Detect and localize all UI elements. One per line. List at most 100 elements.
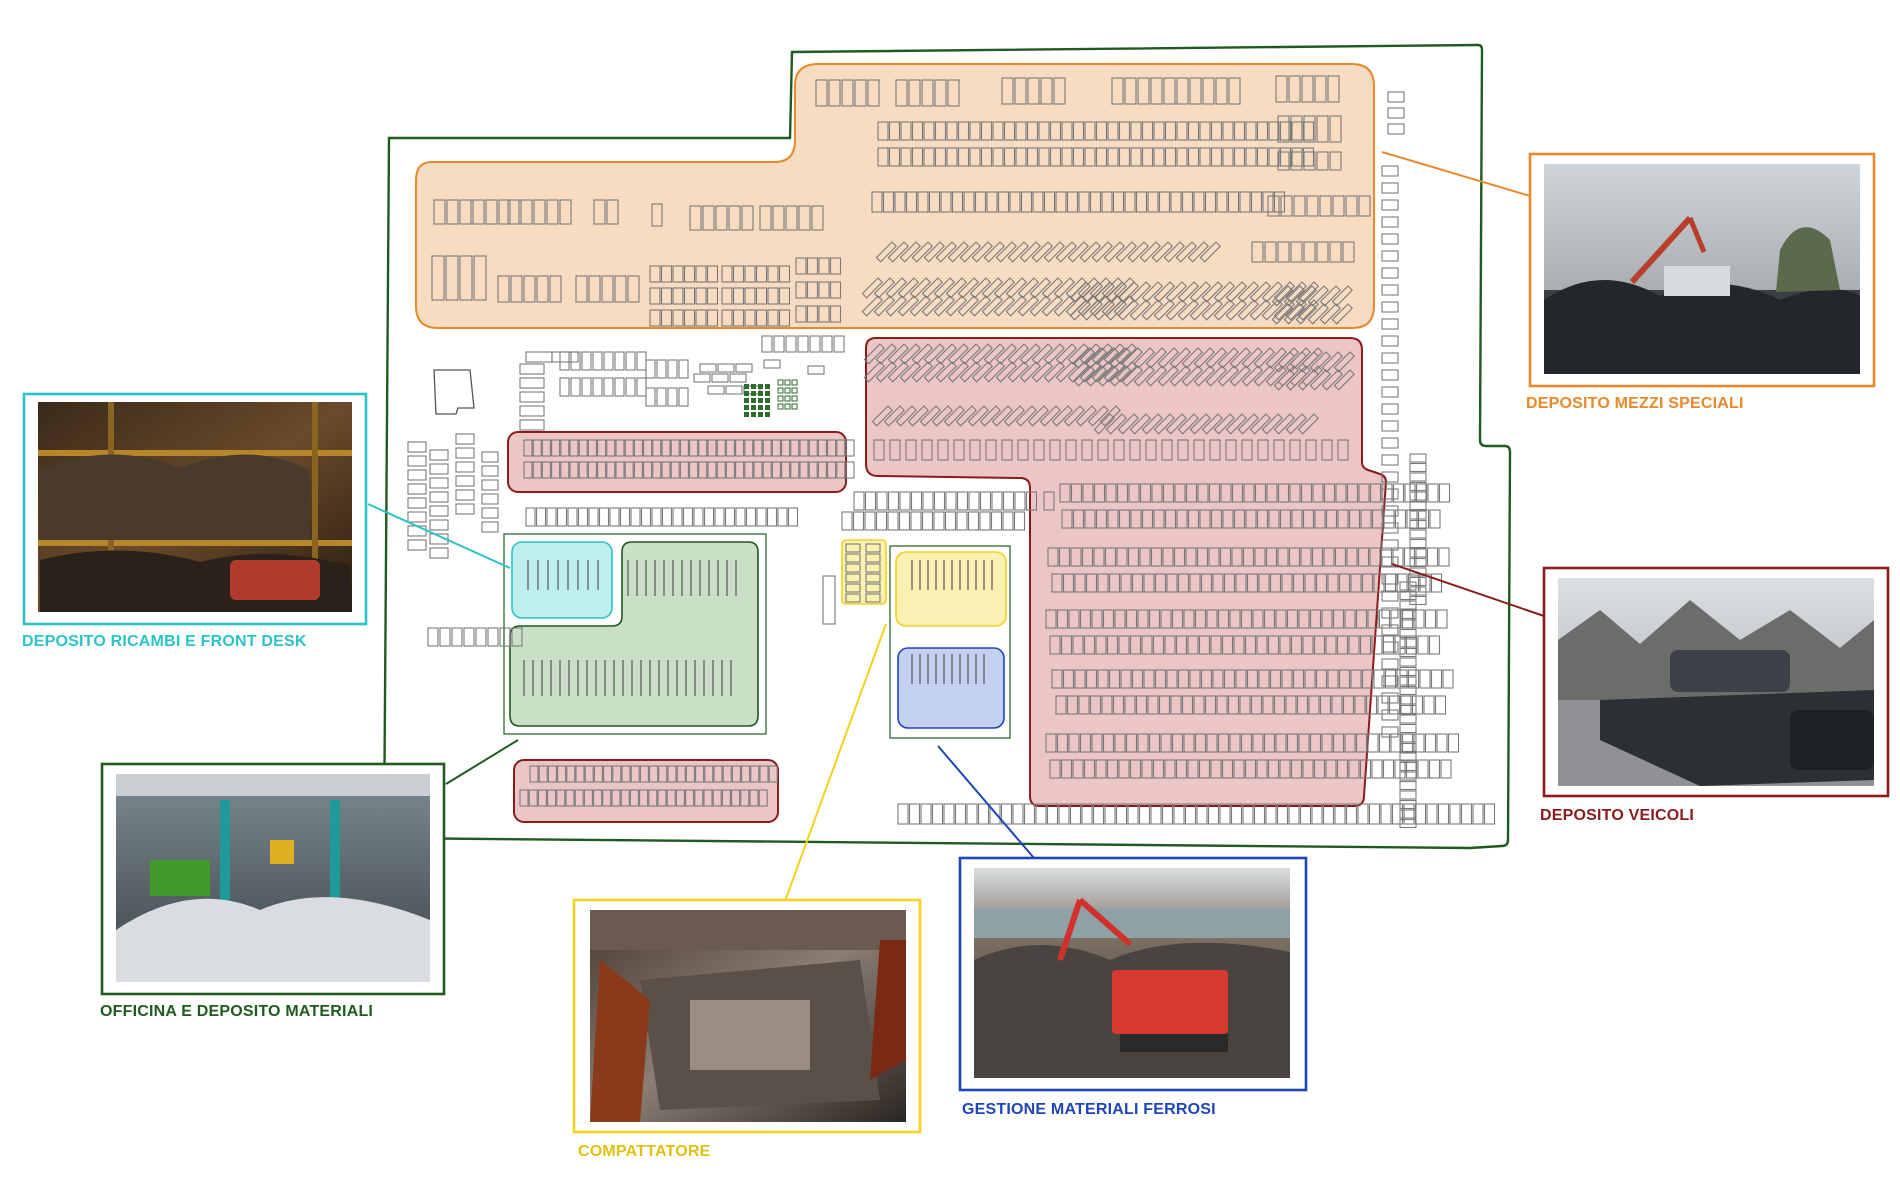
parking-stall: [992, 121, 1004, 141]
parking-stall: [1095, 509, 1108, 529]
parking-stall: [611, 789, 621, 807]
angled-stall: [1177, 299, 1200, 321]
parking-stall: [603, 765, 613, 783]
parking-stall: [1265, 803, 1277, 825]
angled-stall: [1249, 281, 1272, 303]
parking-stall: [923, 121, 935, 141]
zone-deposito-ricambi[interactable]: [511, 541, 613, 619]
angled-stall: [911, 343, 934, 365]
parking-stall: [1175, 759, 1188, 779]
parking-stall: [744, 265, 756, 283]
photo-card-ferrosi[interactable]: [958, 856, 1308, 1092]
parking-stall: [1141, 759, 1153, 779]
parking-stall: [724, 507, 736, 527]
angled-stall: [1029, 295, 1052, 317]
angled-stall: [1237, 299, 1260, 321]
parking-stall: [706, 265, 719, 283]
photo-card-officina[interactable]: [100, 762, 446, 996]
parking-stall: [1424, 733, 1437, 753]
parking-stall: [767, 309, 779, 327]
parking-stall: [1384, 669, 1397, 689]
parking-stall: [1428, 759, 1441, 779]
parking-stall: [588, 507, 599, 527]
parking-stall: [685, 789, 695, 807]
parking-stall: [433, 199, 446, 225]
zone-officina[interactable]: [509, 541, 759, 727]
parking-stall: [980, 147, 993, 167]
photo-card-veicoli[interactable]: [1542, 566, 1890, 798]
parking-stall: [1381, 403, 1399, 415]
parking-stall: [1254, 483, 1267, 503]
label-officina: OFFICINA E DEPOSITO MATERIALI: [100, 1003, 373, 1020]
parking-stall: [980, 121, 993, 141]
angled-stall: [1225, 299, 1248, 321]
angled-stall: [1117, 299, 1140, 321]
parking-stall: [546, 199, 559, 225]
parking-stall: [643, 439, 653, 457]
parking-stall: [1269, 669, 1282, 689]
parking-stall: [1373, 669, 1385, 689]
parking-stall: [1129, 635, 1142, 655]
parking-stall: [660, 287, 673, 305]
zone-gestione-ferrosi[interactable]: [897, 647, 1005, 729]
angled-stall: [887, 343, 910, 365]
parking-stall: [1415, 483, 1428, 503]
angled-stall: [1273, 413, 1296, 435]
parking-stall: [1097, 573, 1109, 593]
parking-stall: [928, 191, 941, 213]
zone-compattatore-small[interactable]: [841, 539, 887, 605]
zone-compattatore-main[interactable]: [895, 551, 1007, 627]
parking-stall: [507, 199, 520, 225]
parking-stall: [852, 511, 865, 531]
parking-stall: [1003, 121, 1016, 141]
angled-stall: [1285, 413, 1308, 435]
parking-stall: [519, 377, 545, 389]
angled-stall: [1165, 413, 1188, 435]
parking-stall: [699, 363, 717, 373]
angled-stall: [1091, 241, 1114, 263]
parking-stall: [821, 335, 833, 353]
angled-stall: [969, 277, 992, 299]
parking-stall: [750, 765, 760, 783]
parking-stall: [593, 199, 606, 225]
parking-stall: [588, 275, 601, 303]
angled-stall: [1229, 347, 1252, 369]
parking-stall: [1383, 509, 1395, 529]
angled-stall: [959, 241, 982, 263]
parking-stall: [695, 287, 707, 305]
angled-stall: [1073, 365, 1096, 387]
parking-stall: [407, 483, 427, 495]
parking-stall: [755, 265, 768, 283]
photo-card-compattatore[interactable]: [572, 898, 922, 1134]
parking-stall: [1442, 669, 1454, 689]
parking-stall: [875, 511, 888, 531]
parking-stall: [556, 507, 568, 527]
parking-stall: [1040, 77, 1053, 105]
angled-stall: [981, 295, 1004, 317]
building-block: [784, 387, 791, 394]
parking-stall: [795, 281, 807, 299]
parking-stall: [1277, 547, 1289, 567]
parking-stall: [1207, 803, 1220, 825]
parking-stall: [1198, 635, 1211, 655]
parking-stall: [1046, 803, 1059, 825]
zone-veicoli-strip-b[interactable]: [513, 759, 779, 823]
photo-card-ricambi[interactable]: [22, 392, 368, 626]
parking-stall: [1078, 695, 1090, 715]
parking-stall: [911, 147, 924, 167]
parking-stall: [921, 511, 934, 531]
parking-stall: [1130, 509, 1142, 529]
angled-stall: [1003, 405, 1026, 427]
parking-stall: [639, 789, 649, 807]
parking-stall: [1392, 483, 1405, 503]
photo-card-mezzi-speciali[interactable]: [1528, 152, 1876, 388]
parking-stall: [1015, 121, 1027, 141]
angled-stall: [1019, 343, 1042, 365]
angled-stall: [875, 343, 898, 365]
parking-stall: [1219, 547, 1232, 567]
parking-stall: [695, 309, 707, 327]
angled-stall: [885, 277, 908, 299]
parking-stall: [1181, 191, 1194, 213]
parking-stall: [1160, 733, 1172, 753]
parking-stall: [536, 275, 549, 303]
